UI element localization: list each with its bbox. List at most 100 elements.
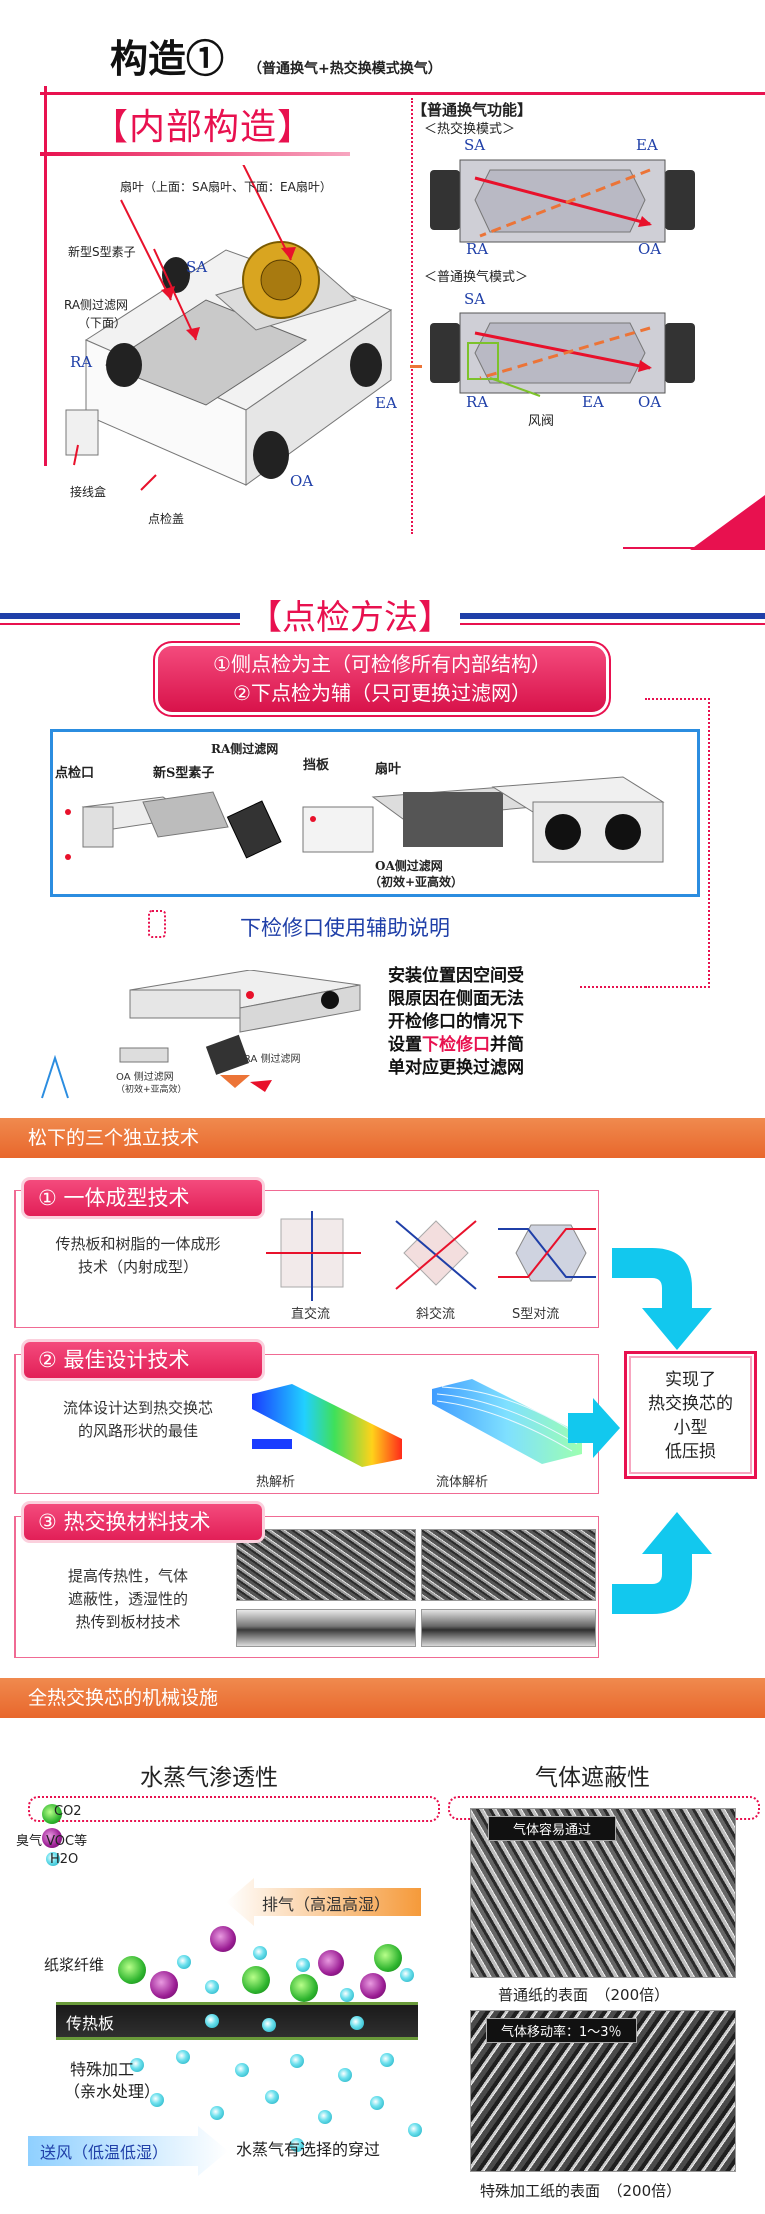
cap-thermal: 热解析: [256, 1475, 296, 1490]
page-subtitle: （普通换气+热交换模式换气）: [248, 61, 442, 77]
note-line-1: 安装位置因空间受: [388, 966, 524, 986]
label-port: 点检口: [55, 766, 95, 781]
heat-ra: RA: [466, 240, 489, 258]
co2-molecule: [290, 1974, 318, 2002]
small-oa-filter-sub: （初效+亚高效）: [116, 1085, 187, 1095]
pulp-label: 纸浆纤维: [44, 1956, 105, 1974]
cyan-arrow-right: [568, 1398, 620, 1458]
supply-arrow: [28, 2126, 228, 2176]
small-ra-filter: RA 侧过滤网: [244, 1054, 301, 1065]
label-new-element: 新S型素子: [153, 766, 215, 781]
cyan-arrow-up: [612, 1512, 712, 1614]
h2o-molecule: [210, 2106, 224, 2120]
legend-h2o: H2O: [50, 1852, 79, 1867]
tech-item-1-desc: 传热板和树脂的一体成形 技术（内射成型）: [55, 1235, 221, 1276]
normal-oa: OA: [638, 393, 662, 411]
left-pink-line: [44, 86, 47, 466]
h2o-molecule: [380, 2053, 394, 2067]
inspection-section: 【点检方法】 ①侧点检为主（可检修所有内部结构） ②下点检为辅（只可更换过滤网）…: [0, 590, 765, 1110]
heat-oa: OA: [638, 240, 662, 258]
label-sa: SA: [186, 258, 208, 276]
cap-s-type: S型对流: [512, 1307, 560, 1322]
voc-molecule: [318, 1950, 344, 1976]
h2o-molecule: [253, 1946, 267, 1960]
exploded-view-diagram: [65, 776, 665, 863]
sem-image-4: [421, 1609, 596, 1647]
inspection-method-box: ①侧点检为主（可检修所有内部结构） ②下点检为辅（只可更换过滤网）: [158, 646, 606, 712]
small-dotted-marker: [148, 910, 166, 938]
orange-dash: [410, 365, 422, 368]
h2o-molecule: [350, 2016, 364, 2030]
cap-orthogonal: 直交流: [291, 1307, 331, 1322]
h2o-molecule: [296, 1958, 310, 1972]
legend-voc: 臭气 VOC等: [16, 1834, 88, 1849]
special-label-1: 特殊加工: [70, 2060, 135, 2079]
normal-paper-caption: 普通纸的表面 （200倍）: [498, 1986, 670, 2004]
mode-normal-label: ＜普通换气模式＞: [424, 270, 529, 285]
gas-easy-label: 气体容易通过: [488, 1816, 617, 1841]
gas-rate-label: 气体移动率：1～3％: [486, 2018, 637, 2043]
voc-molecule: [360, 1973, 386, 1999]
exhaust-arrow: [226, 1878, 421, 1926]
h2o-molecule: [370, 2096, 384, 2110]
left-dotted-frame: [28, 1796, 440, 1822]
tech-item-2-box: 流体设计达到热交换芯 的风路形状的最佳 热解析 流体解析: [14, 1354, 599, 1494]
label-fan: 扇叶（上面：SA扇叶、下面：EA扇叶）: [120, 180, 332, 194]
exploded-view-box: 点检口 新S型素子 RA侧过滤网 挡板 扇叶 OA侧过滤网 （初效+亚高效）: [50, 729, 700, 897]
co2-molecule: [374, 1944, 402, 1972]
special-label-2: （亲水处理）: [64, 2082, 161, 2101]
label-inspection-cover: 点检盖: [148, 512, 185, 526]
legend-voc-dot: [42, 1828, 62, 1848]
left-heading: 水蒸气渗透性: [140, 1765, 278, 1791]
result-line-3: 小型: [673, 1418, 708, 1438]
aux-note: 安装位置因空间受 限原因在侧面无法 开检修口的情况下 设置下检修口并简 单对应更…: [388, 965, 524, 1080]
right-heading: 气体遮蔽性: [535, 1765, 650, 1791]
flow-type-diagrams: [266, 1211, 596, 1301]
right-panel-divider: [411, 98, 413, 534]
h2o-molecule: [290, 2138, 304, 2152]
label-fan-2: 扇叶: [375, 762, 402, 777]
h2o-molecule: [205, 1980, 219, 1994]
inspection-heading: 【点检方法】: [240, 590, 460, 639]
tech-item-2-desc: 流体设计达到热交换芯 的风路形状的最佳: [62, 1399, 213, 1440]
h2o-molecule: [176, 2050, 190, 2064]
co2-molecule: [242, 1966, 270, 1994]
label-ra-filter: RA侧过滤网: [64, 298, 129, 312]
small-oa-filter: OA 侧过滤网: [116, 1072, 174, 1083]
legend-h2o-dot: [46, 1852, 60, 1866]
analysis-diagrams: [252, 1379, 583, 1467]
label-baffle: 挡板: [303, 758, 330, 773]
cap-fluid: 流体解析: [436, 1475, 489, 1490]
voc-molecule: [150, 1971, 178, 1999]
h2o-molecule: [338, 2068, 352, 2082]
heat-sa: SA: [464, 136, 486, 154]
tech-section-bar: 松下的三个独立技术: [0, 1118, 765, 1158]
h2o-molecule: [400, 1968, 414, 1982]
h2o-molecule: [265, 2090, 279, 2104]
structure-section: 构造① （普通换气+热交换模式换气） 【内部构造】 扇叶（上面：SA扇叶、下面：…: [0, 0, 765, 560]
result-line-4: 低压损: [665, 1442, 716, 1462]
aux-title: 下检修口使用辅助说明: [240, 916, 450, 940]
normal-func-heading: 【普通换气功能】: [412, 101, 533, 119]
heat-mode-diagram: [430, 159, 695, 243]
label-element: 新型S型素子: [68, 245, 136, 259]
normal-ea: EA: [582, 393, 604, 411]
mech-section-bar: 全热交换芯的机械设施: [0, 1678, 765, 1718]
inspection-line-1: ①侧点检为主（可检修所有内部结构）: [213, 652, 551, 676]
result-line-1: 实现了: [665, 1370, 716, 1390]
internal-structure-diagram: [65, 165, 393, 491]
exhaust-label: 排气（高温高湿）: [262, 1895, 391, 1914]
tech-item-3-title: ③ 热交换材料技术: [24, 1504, 262, 1540]
vapor-label: 水蒸气有选择的穿过: [236, 2140, 381, 2159]
result-box: 实现了 热交换芯的 小型 低压损: [624, 1351, 757, 1479]
h2o-molecule: [318, 2110, 332, 2124]
internal-heading: 【内部构造】: [92, 107, 315, 148]
special-paper-caption: 特殊加工纸的表面 （200倍）: [480, 2182, 682, 2200]
title-underline: [40, 92, 765, 95]
note-line-3: 开检修口的情况下: [388, 1012, 524, 1032]
plate-label: 传热板: [66, 2014, 115, 2033]
cap-diagonal: 斜交流: [416, 1307, 456, 1322]
aux-unit-diagram: [119, 970, 361, 1092]
note-line-4: 设置下检修口并简: [388, 1035, 524, 1055]
heat-ea: EA: [636, 136, 658, 154]
